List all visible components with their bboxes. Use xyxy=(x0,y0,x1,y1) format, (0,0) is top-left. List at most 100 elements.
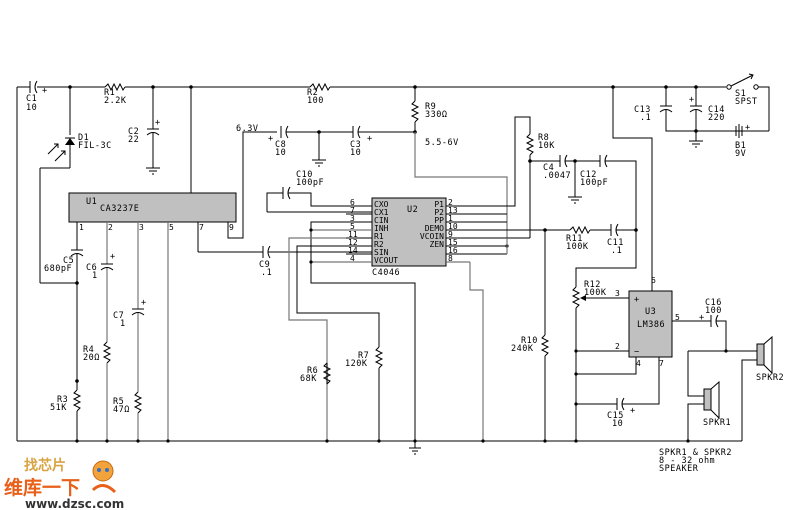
wire-segment xyxy=(469,262,484,441)
label: 5.5-6V xyxy=(425,138,459,148)
label: 2 xyxy=(615,342,620,351)
label: VCOIN xyxy=(420,232,444,241)
label: 10 xyxy=(350,148,361,158)
label: 22 xyxy=(128,135,139,145)
label: S1 xyxy=(735,89,746,99)
label: 6.3V xyxy=(236,124,258,134)
label: + xyxy=(699,313,705,323)
junction-dot xyxy=(413,439,417,443)
label: C11 xyxy=(607,238,624,248)
wire-segment xyxy=(65,138,75,145)
wire-segment xyxy=(414,132,508,238)
label: 3 xyxy=(139,223,144,232)
label: SPKR1 xyxy=(703,418,731,428)
u1-pin7-network: C9 .1 xyxy=(197,222,372,278)
capacitor-c1: + C1 10 xyxy=(26,80,48,113)
label: + xyxy=(634,295,640,305)
wire-segment xyxy=(540,334,550,357)
photodiode-d1: D1 FIL-3C xyxy=(39,87,111,283)
label: R3 xyxy=(57,395,68,405)
label: 9 xyxy=(229,223,234,232)
label: 100K xyxy=(584,288,607,298)
wire-segment xyxy=(580,295,586,301)
junction-dot xyxy=(325,439,329,443)
label: 1 xyxy=(92,271,98,281)
label: C4 xyxy=(543,163,554,173)
resistor-r1: R1 2.2K xyxy=(104,82,126,106)
u2-right-pins: P1 P2 PP DEMO VCOIN ZEN 2 13 1 10 9 15 1… xyxy=(420,198,458,263)
label: 100K xyxy=(566,242,589,252)
label: 1 xyxy=(448,214,453,223)
wire-segment xyxy=(288,237,346,441)
wire-segment xyxy=(288,192,372,207)
label: C13 xyxy=(634,105,651,115)
wire-segment xyxy=(575,230,637,287)
junction-dot xyxy=(105,439,109,443)
label: 100 xyxy=(705,306,722,316)
label: 330Ω xyxy=(425,110,447,120)
junction-dot xyxy=(75,439,79,443)
label: 12 xyxy=(348,238,358,247)
label: R2 xyxy=(307,88,318,98)
label: 51K xyxy=(50,403,67,413)
label: − xyxy=(634,347,640,357)
wire-segment xyxy=(374,346,384,369)
c1-ref: C1 xyxy=(26,94,37,104)
wire-segment xyxy=(659,109,673,113)
label: C2 xyxy=(128,127,139,137)
capacitor-c10: C10 100pF xyxy=(266,170,372,213)
ground-rail xyxy=(17,439,742,443)
label: + xyxy=(141,298,147,308)
label: + xyxy=(155,118,161,128)
ic-u2: U2 C4046 CXO CX1 CIN INH R1 R2 SIN VCOUT… xyxy=(346,197,470,278)
label: C3 xyxy=(350,140,361,150)
label: 11 xyxy=(348,230,358,239)
label: 3 xyxy=(350,214,355,223)
label: CX1 xyxy=(374,208,389,217)
wire-segment xyxy=(612,87,653,291)
label: R7 xyxy=(358,351,369,361)
label: 47Ω xyxy=(113,405,130,415)
junction-dot xyxy=(481,439,485,443)
label: 10 xyxy=(612,419,623,429)
wire-segment xyxy=(605,160,637,230)
label: R4 xyxy=(83,345,94,355)
wire-segment xyxy=(730,74,754,87)
label: 1 xyxy=(79,223,84,232)
wire-segment xyxy=(763,335,773,375)
ic-u3: + − U3 LM386 3 2 6 5 4 7 + C15 10 + C16 … xyxy=(576,87,727,429)
label: C10 xyxy=(296,170,313,180)
wire-segment xyxy=(748,73,754,80)
label: C15 xyxy=(607,411,624,421)
junction-dot xyxy=(543,439,547,443)
u1-pin2-network: + C6 1 R4 20Ω xyxy=(83,222,115,441)
wire-segment xyxy=(131,312,145,316)
label: 68K xyxy=(300,374,317,384)
label: 4 xyxy=(350,254,355,263)
label: 1 xyxy=(120,319,126,329)
label: VCOUT xyxy=(374,256,398,265)
label: + xyxy=(268,134,274,144)
label: 5 xyxy=(169,223,174,232)
label: + xyxy=(42,86,48,96)
resistor-r2: R2 100 xyxy=(307,82,331,106)
label: LM386 xyxy=(637,320,665,330)
label: 7 xyxy=(199,223,204,232)
label: CA3237E xyxy=(100,204,139,214)
wire-segment xyxy=(628,290,673,358)
label: U3 xyxy=(645,307,656,317)
label: .0047 xyxy=(543,171,571,181)
wire-segment xyxy=(571,286,581,309)
label: 20Ω xyxy=(83,353,100,363)
junction-dot xyxy=(105,468,109,472)
c1-value: 10 xyxy=(26,103,37,113)
label: 14 xyxy=(348,246,358,255)
label: 16 xyxy=(448,246,458,255)
wire-segment xyxy=(68,192,237,223)
label: P1 xyxy=(434,200,444,209)
label: R5 xyxy=(113,397,124,407)
label: C7 xyxy=(113,311,124,321)
u1-pin3-network: + C7 1 R5 47Ω xyxy=(113,222,147,441)
wire-segment xyxy=(322,362,332,385)
u2-left-pins: CXO CX1 CIN INH R1 R2 SIN VCOUT 6 7 3 5 … xyxy=(348,198,398,265)
